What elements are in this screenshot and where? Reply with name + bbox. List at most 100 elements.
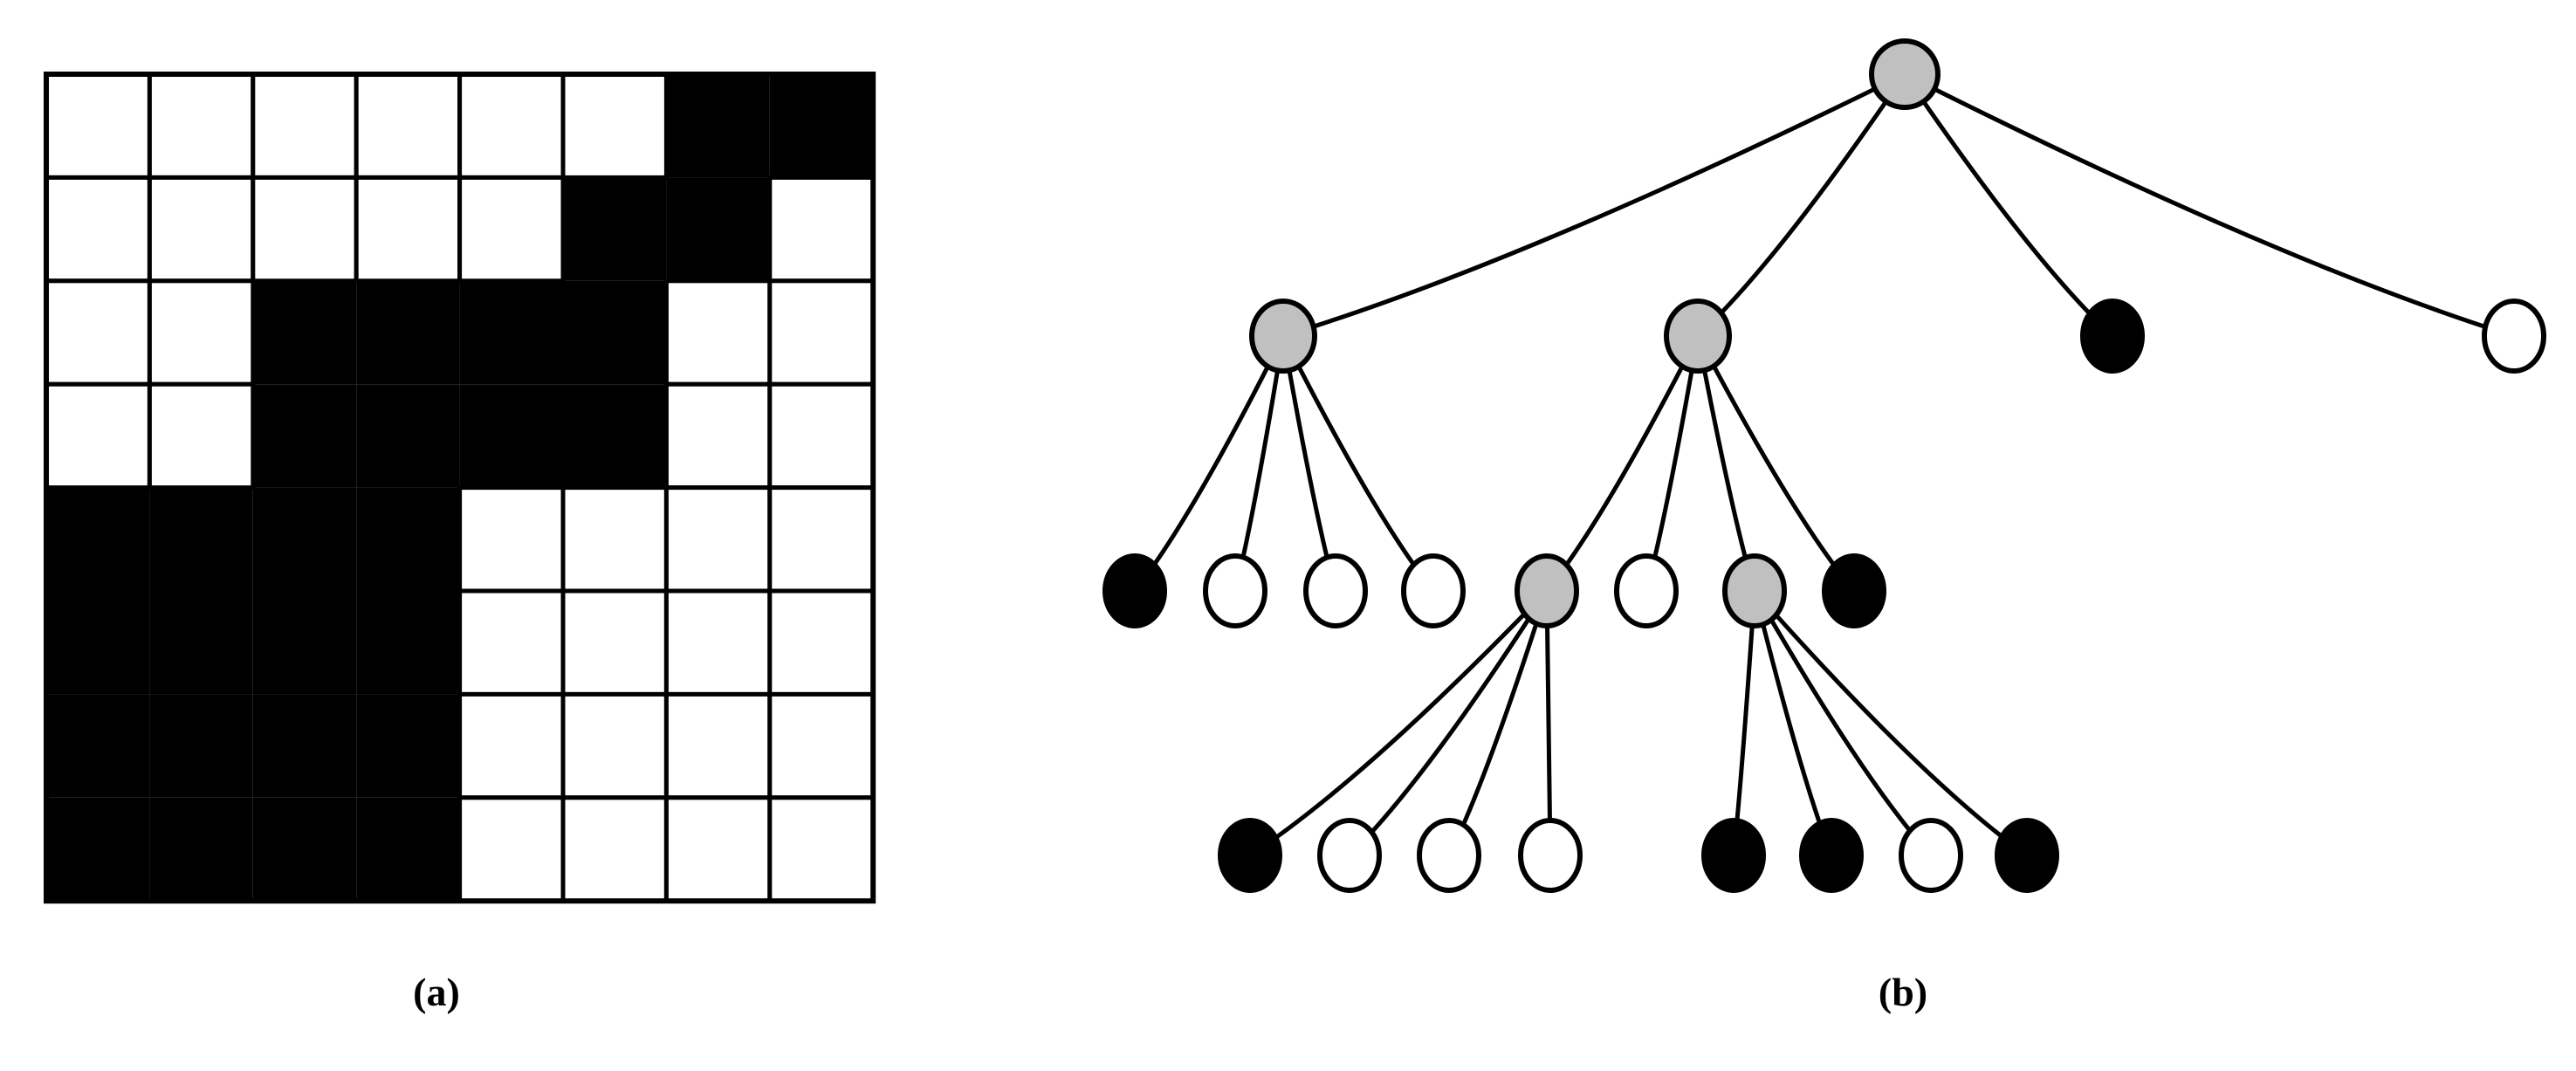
grid-cell[interactable] [46, 591, 150, 695]
grid-cell[interactable] [459, 280, 563, 385]
grid-cell[interactable] [767, 795, 876, 903]
grid-cell[interactable] [459, 384, 563, 488]
grid-cell[interactable] [560, 691, 669, 800]
tree-node-white[interactable] [1614, 553, 1679, 628]
grid-cell[interactable] [663, 795, 773, 903]
grid-cell[interactable] [252, 591, 357, 695]
tree-node-black[interactable] [1995, 818, 2059, 893]
grid-cell[interactable] [252, 694, 357, 798]
tree-node-black[interactable] [1822, 553, 1886, 628]
tree-node-gray[interactable] [1249, 299, 1317, 374]
grid-cell[interactable] [147, 72, 256, 180]
grid-cell[interactable] [457, 691, 566, 800]
tree-node-white[interactable] [1401, 553, 1466, 628]
grid-cell[interactable] [44, 72, 152, 180]
grid-cell[interactable] [769, 74, 874, 178]
grid-cell[interactable] [252, 797, 357, 902]
tree-node-gray[interactable] [1664, 299, 1732, 374]
tree-node-black[interactable] [1218, 818, 1282, 893]
grid-cell[interactable] [46, 487, 150, 591]
grid-cell[interactable] [457, 795, 566, 903]
grid-cell[interactable] [356, 487, 460, 591]
grid-cell[interactable] [663, 278, 773, 387]
panel-caption-a: (a) [413, 970, 460, 1014]
tree-node-gray[interactable] [1722, 553, 1787, 628]
grid-cell[interactable] [149, 487, 253, 591]
grid-cell[interactable] [457, 588, 566, 697]
grid-cell[interactable] [251, 175, 359, 284]
tree-node-white[interactable] [1203, 553, 1267, 628]
grid-cell[interactable] [44, 175, 152, 284]
tree-node-gray[interactable] [1869, 38, 1941, 110]
grid-cell[interactable] [563, 280, 667, 385]
tree-edge [1247, 588, 1549, 858]
grid-cell[interactable] [563, 177, 667, 281]
grid-cell[interactable] [560, 72, 669, 180]
grid-cell[interactable] [457, 485, 566, 594]
tree-edge [1644, 333, 1700, 594]
grid-cell[interactable] [356, 591, 460, 695]
grid-cell[interactable] [666, 74, 770, 178]
tree-edge [1446, 588, 1549, 858]
grid-cell[interactable] [354, 72, 463, 180]
grid-cell[interactable] [457, 72, 566, 180]
grid-cell[interactable] [767, 381, 876, 491]
tree-node-white[interactable] [1417, 818, 1481, 893]
grid-cell[interactable] [149, 797, 253, 902]
grid-cell[interactable] [663, 588, 773, 697]
tree-node-white[interactable] [1317, 818, 1382, 893]
tree-node-black[interactable] [1799, 818, 1864, 893]
grid-cell[interactable] [356, 384, 460, 488]
tree-node-black[interactable] [1701, 818, 1766, 893]
grid-cell[interactable] [356, 280, 460, 385]
tree-edge [1347, 588, 1549, 858]
binary-grid-panel [44, 72, 876, 904]
grid-cell[interactable] [46, 694, 150, 798]
grid-cell[interactable] [252, 384, 357, 488]
tree-edge [1281, 333, 1338, 594]
grid-cell[interactable] [663, 485, 773, 594]
grid-cell[interactable] [251, 72, 359, 180]
tree-node-white[interactable] [1303, 553, 1368, 628]
grid-cell[interactable] [560, 795, 669, 903]
grid-cell[interactable] [767, 485, 876, 594]
grid-cell[interactable] [149, 591, 253, 695]
tree-node-gray[interactable] [1515, 553, 1579, 628]
grid-cell[interactable] [149, 694, 253, 798]
tree-edges [1132, 72, 2517, 858]
grid-cell[interactable] [147, 381, 256, 491]
grid-outer-border [44, 72, 876, 904]
grid-cell[interactable] [252, 280, 357, 385]
tree-node-black[interactable] [1103, 553, 1167, 628]
tree-edge [1752, 588, 1934, 858]
tree-edge [1902, 72, 2517, 339]
grid-cell[interactable] [354, 175, 463, 284]
grid-cell[interactable] [663, 691, 773, 800]
grid-cell[interactable] [560, 588, 669, 697]
tree-node-black[interactable] [2080, 299, 2145, 374]
tree-edge [1695, 72, 1907, 339]
grid-cell[interactable] [767, 691, 876, 800]
grid-cell[interactable] [147, 175, 256, 284]
grid-cell[interactable] [457, 175, 566, 284]
grid-cell[interactable] [663, 381, 773, 491]
grid-cell[interactable] [46, 797, 150, 902]
grid-cell[interactable] [666, 177, 770, 281]
grid-cell[interactable] [44, 278, 152, 387]
tree-node-white[interactable] [1518, 818, 1583, 893]
grid-cell[interactable] [560, 485, 669, 594]
grid-cell[interactable] [356, 797, 460, 902]
grid-cell[interactable] [767, 588, 876, 697]
grid-cell[interactable] [356, 694, 460, 798]
tree-node-white[interactable] [1899, 818, 1963, 893]
grid-cell[interactable] [767, 278, 876, 387]
grid-cell[interactable] [147, 278, 256, 387]
grid-cell[interactable] [767, 175, 876, 284]
tree-node-white[interactable] [2482, 299, 2546, 374]
grid-cell[interactable] [252, 487, 357, 591]
grid-cell[interactable] [44, 381, 152, 491]
grid-cell[interactable] [563, 384, 667, 488]
tree-edge [1731, 588, 1757, 858]
